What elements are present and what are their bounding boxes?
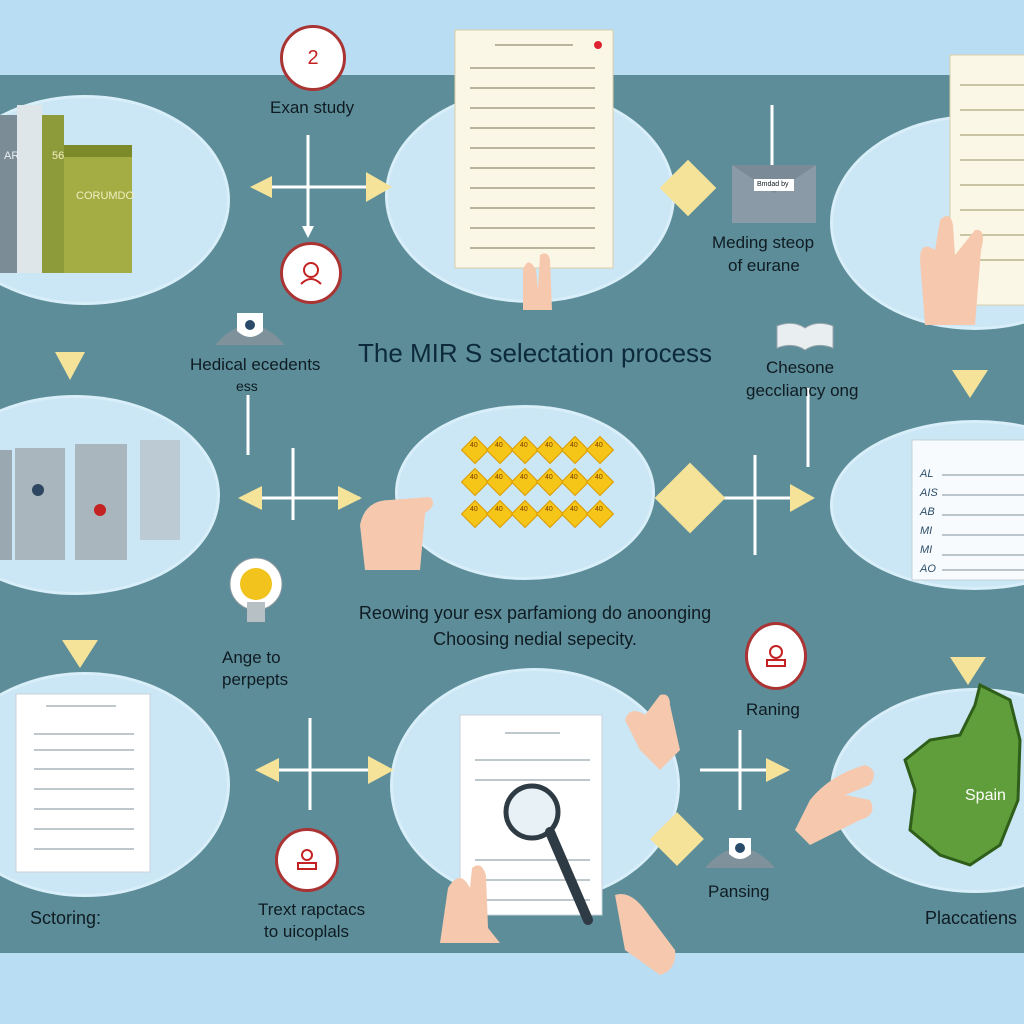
face-icon (745, 622, 807, 690)
shield-icon (215, 313, 285, 345)
diamond-value: 40 (544, 505, 553, 513)
book-spine-label: AR (4, 150, 20, 162)
books-icon (0, 105, 132, 273)
hand-icon (795, 765, 874, 845)
hand-icon (440, 865, 500, 943)
label-pansing: Pansing (708, 882, 770, 901)
book-cover-label: CORUMDO (76, 190, 135, 202)
label-hedical-2: ess (236, 378, 258, 394)
diamond-value: 40 (594, 505, 603, 513)
list-row-label: AO (920, 563, 936, 575)
face-icon (275, 828, 339, 892)
list-row-label: MI (920, 544, 933, 556)
diamond-value: 40 (544, 441, 553, 449)
hand-icon (360, 497, 434, 570)
label-chesone-1: Chesone (766, 358, 835, 377)
map-icon (903, 682, 1022, 867)
list-row-label: MI (920, 525, 933, 537)
label-hedical-1: Hedical ecedents (190, 355, 321, 374)
label-spain: Spain (965, 787, 1006, 804)
envelope-label: Bmdad by (757, 181, 789, 188)
label-exam-study: Exan study (270, 98, 355, 117)
shield-icon (705, 838, 775, 868)
document-icon (911, 439, 1024, 581)
label-choosing: Choosing nedial sepecity. (433, 629, 637, 649)
lightbulb-icon (229, 557, 283, 622)
cards-icon (0, 440, 180, 560)
document-icon (15, 693, 151, 873)
hand-icon (920, 216, 983, 325)
label-ange-2: perpepts (222, 670, 289, 689)
diamond-value: 40 (469, 473, 478, 481)
diamond-value: 40 (519, 473, 528, 481)
label-trext-1: Trext rapctacs (258, 900, 366, 919)
label-meding-1: Meding steop (712, 233, 815, 252)
diamond-value: 40 (469, 441, 478, 449)
list-row-label: AL (920, 468, 934, 480)
list-row-label: AB (920, 506, 935, 518)
hand-icon (615, 894, 676, 975)
list-row-label: AIS (920, 487, 938, 499)
diamond-value: 40 (544, 473, 553, 481)
envelope-icon (732, 165, 816, 223)
bottom-band (0, 953, 1024, 1024)
book-spine-label: 56 (52, 150, 65, 162)
label-chesone-2: geccliancy ong (746, 381, 859, 400)
diamond-value: 40 (469, 505, 478, 513)
diagram-title: The MIR S selectation process (358, 338, 713, 368)
diamond-value: 40 (494, 473, 503, 481)
step-number-badge: 2 (280, 25, 346, 91)
diamond-value: 40 (494, 505, 503, 513)
label-reviewing: Reowing your esx parfamiong do anoonging (358, 603, 712, 623)
diamond-value: 40 (569, 473, 578, 481)
step-number: 2 (307, 46, 319, 69)
label-placcatiens: Placcatiens (925, 908, 1018, 928)
diamond-value: 40 (594, 441, 603, 449)
open-book-icon (776, 322, 834, 351)
diamond-value: 40 (519, 441, 528, 449)
diamond-value: 40 (519, 505, 528, 513)
label-raning: Raning (746, 700, 800, 719)
diamond-value: 40 (569, 505, 578, 513)
face-icon (280, 242, 342, 304)
diamond-value: 40 (594, 473, 603, 481)
label-scoring: Sctoring: (30, 908, 102, 928)
hand-icon (625, 694, 680, 770)
document-icon (454, 29, 614, 269)
hand-icon (523, 253, 552, 310)
magnifier-icon (503, 783, 593, 925)
diamond-value: 40 (569, 441, 578, 449)
label-ange-1: Ange to (222, 648, 281, 667)
label-trext-2: to uicoplals (264, 922, 350, 941)
label-meding-2: of eurane (728, 256, 800, 275)
diamond-value: 40 (494, 441, 503, 449)
